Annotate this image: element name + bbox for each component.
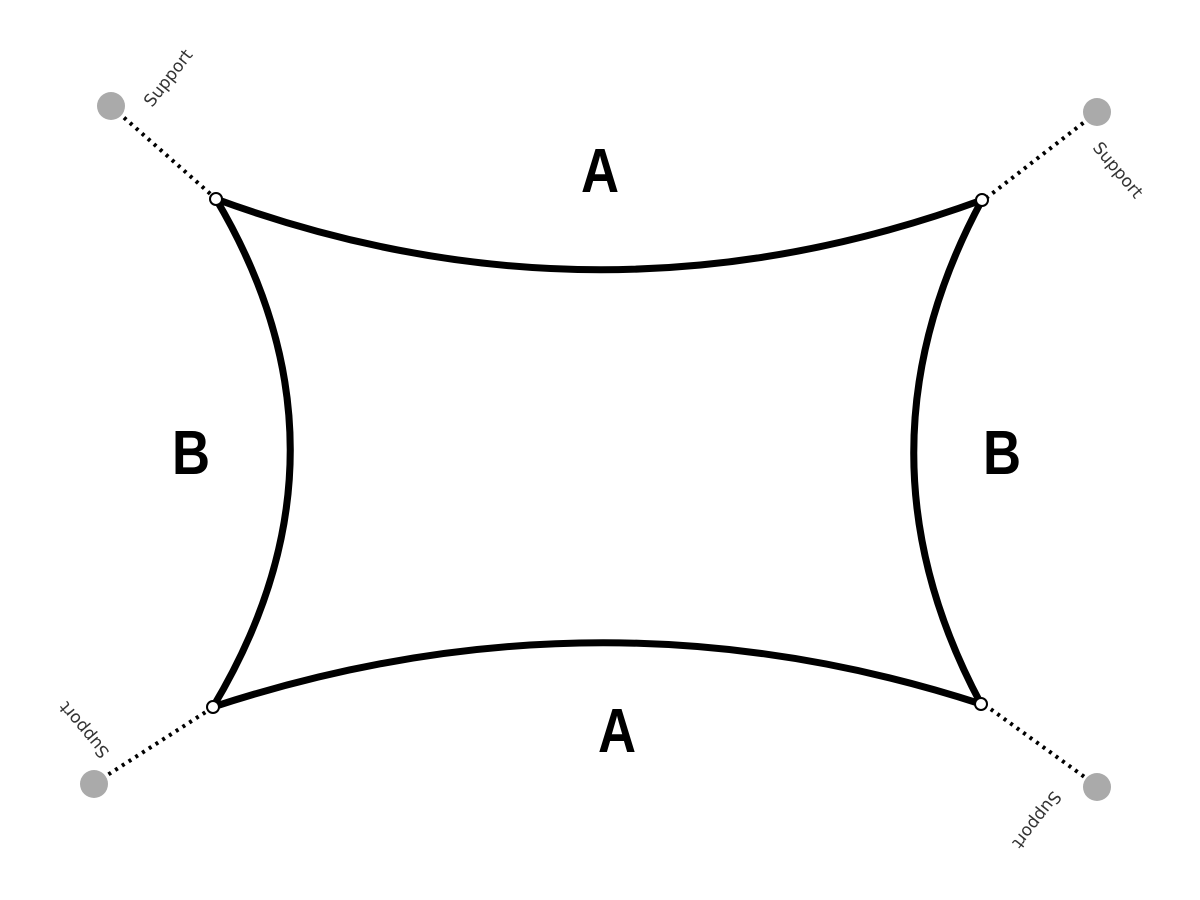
side-label-right: B: [983, 419, 1021, 488]
corner-ring-bottom-left: [206, 700, 220, 714]
rope-bottom-left: [93, 706, 214, 785]
support-point-top-left: [97, 92, 125, 120]
support-label-bottom-left: Support: [55, 697, 114, 762]
side-label-bottom: A: [598, 697, 636, 766]
rope-bottom-right: [983, 703, 1099, 788]
support-label-top-left: Support: [140, 46, 197, 112]
support-point-top-right: [1083, 98, 1111, 126]
corner-ring-bottom-right: [974, 697, 988, 711]
sail-outline: [209, 195, 986, 711]
corner-ring-top-right: [975, 193, 989, 207]
rope-top-left: [110, 105, 217, 200]
support-label-top-right: Support: [1088, 138, 1147, 203]
support-point-bottom-right: [1083, 773, 1111, 801]
side-label-top: A: [581, 137, 619, 206]
corner-ring-top-left: [209, 192, 223, 206]
side-label-left: B: [172, 419, 210, 488]
support-point-bottom-left: [80, 770, 108, 798]
corner-rings: [206, 192, 989, 714]
rope-top-right: [983, 111, 1098, 201]
support-label-bottom-right: Support: [1007, 787, 1064, 853]
support-points: [80, 92, 1111, 801]
support-ropes: [93, 105, 1099, 788]
